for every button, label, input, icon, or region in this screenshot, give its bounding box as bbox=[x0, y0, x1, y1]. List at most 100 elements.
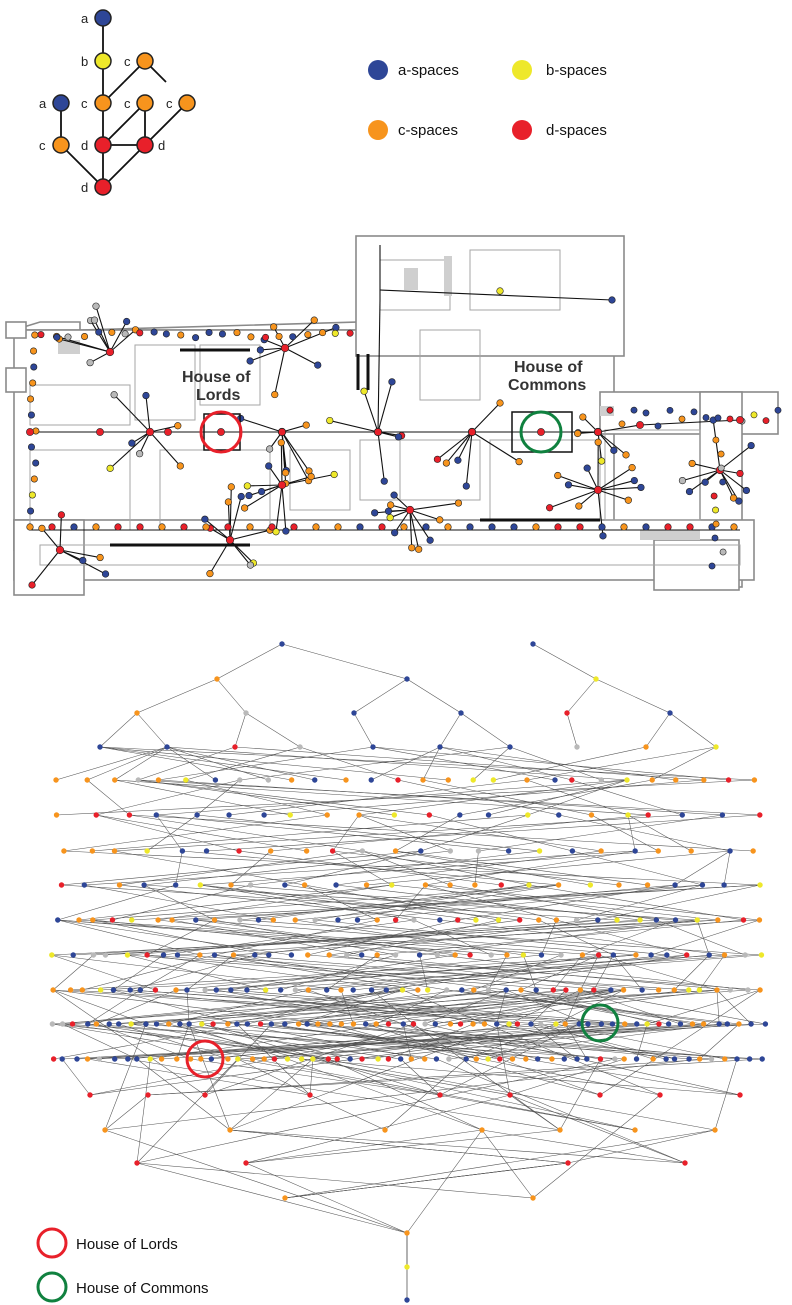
graph-edge bbox=[118, 989, 717, 1025]
graph-node bbox=[125, 1056, 131, 1062]
graph-node bbox=[622, 1021, 628, 1027]
graph-node bbox=[325, 1056, 332, 1062]
graph-node bbox=[199, 1021, 205, 1027]
plan-node bbox=[201, 515, 209, 523]
graph-edge bbox=[246, 954, 746, 991]
graph-edge bbox=[176, 1023, 190, 1060]
small-graph-labels: a b c c c c a c d d d bbox=[39, 11, 173, 195]
graph-edge bbox=[260, 1023, 552, 1060]
graph-node bbox=[213, 987, 220, 993]
graph-edge bbox=[57, 919, 562, 956]
graph-edge bbox=[714, 1058, 738, 1131]
graph-node bbox=[244, 987, 250, 993]
plan-edge bbox=[377, 299, 381, 433]
graph-edge bbox=[114, 746, 168, 781]
graph-node bbox=[155, 917, 161, 923]
graph-edge bbox=[647, 989, 761, 1025]
graph-node bbox=[565, 1160, 571, 1166]
graph-node bbox=[237, 777, 243, 783]
graph-node bbox=[244, 1021, 251, 1027]
plan-node bbox=[27, 443, 35, 451]
graph-node bbox=[334, 1056, 340, 1062]
graph-node bbox=[434, 952, 441, 958]
graph-node bbox=[50, 987, 56, 993]
plan-edge bbox=[284, 327, 337, 349]
graph-edge bbox=[127, 954, 566, 991]
plan-shading bbox=[58, 256, 700, 540]
plan-node bbox=[712, 436, 720, 444]
graph-node bbox=[537, 1021, 544, 1027]
graph-node bbox=[338, 987, 344, 993]
space-type-legend: a-spaces b-spaces c-spaces d-spaces bbox=[368, 60, 607, 140]
plan-node bbox=[275, 332, 283, 340]
graph-edge bbox=[87, 746, 168, 781]
floor-plan: House of Lords House of Commons bbox=[5, 235, 782, 596]
graph-node bbox=[374, 917, 380, 923]
graph-node bbox=[577, 987, 584, 993]
graph-edge bbox=[567, 1129, 716, 1164]
graph-node bbox=[235, 1056, 241, 1062]
graph-edge bbox=[245, 1162, 408, 1234]
graph-edge bbox=[62, 1023, 137, 1060]
plan-edge bbox=[113, 394, 151, 433]
graph-edge bbox=[57, 919, 292, 956]
plan-edge bbox=[281, 431, 310, 481]
graph-node bbox=[498, 882, 504, 888]
graph-edge bbox=[147, 954, 403, 991]
graph-node bbox=[671, 987, 677, 993]
graph-edge bbox=[51, 919, 718, 956]
graph-node bbox=[187, 1056, 194, 1062]
graph-edge bbox=[138, 779, 430, 816]
graph-node bbox=[137, 987, 144, 993]
plan-edge bbox=[465, 431, 473, 487]
graph-node bbox=[564, 710, 570, 716]
graph-edge bbox=[429, 814, 573, 852]
graph-node bbox=[203, 848, 210, 854]
graph-edge bbox=[580, 954, 599, 991]
graph-edge bbox=[459, 779, 653, 816]
graph-edge bbox=[419, 954, 428, 991]
graph-edge bbox=[52, 989, 206, 1096]
graph-edge bbox=[136, 1058, 231, 1131]
plan-edge bbox=[719, 445, 752, 471]
plan-node bbox=[282, 527, 290, 535]
plan-node bbox=[594, 438, 602, 446]
graph-edge bbox=[281, 643, 408, 680]
graph-node bbox=[528, 1021, 534, 1027]
graph-node bbox=[758, 952, 765, 958]
graph-node bbox=[363, 882, 370, 888]
graph-node bbox=[447, 882, 453, 888]
graph-node bbox=[715, 917, 721, 923]
plan-node bbox=[310, 316, 318, 324]
graph-edge bbox=[216, 954, 636, 991]
plan-node bbox=[436, 516, 444, 524]
graph-node bbox=[135, 777, 142, 783]
graph-edge bbox=[457, 884, 676, 921]
graph-node bbox=[643, 744, 649, 750]
graph-edge bbox=[247, 989, 387, 1025]
graph-edge bbox=[214, 954, 507, 991]
plan-node bbox=[622, 451, 630, 459]
graph-node bbox=[186, 1021, 192, 1027]
graph-edge bbox=[597, 884, 761, 921]
plan-node bbox=[371, 509, 379, 517]
graph-node bbox=[722, 1056, 728, 1062]
graph-edge bbox=[299, 746, 399, 781]
plan-node bbox=[281, 469, 290, 477]
graph-node bbox=[649, 777, 655, 783]
graph-edge bbox=[92, 919, 438, 956]
plan-node bbox=[515, 458, 523, 466]
plan-node bbox=[246, 357, 254, 365]
graph-node bbox=[400, 1021, 407, 1027]
graph-node bbox=[620, 987, 627, 993]
graph-edge bbox=[130, 954, 255, 991]
graph-node bbox=[382, 1127, 388, 1133]
plan-node bbox=[599, 532, 607, 540]
graph-node bbox=[445, 777, 451, 783]
graph-node bbox=[485, 1056, 491, 1062]
graph-node bbox=[301, 882, 308, 888]
graph-node bbox=[227, 1127, 233, 1133]
plan-node bbox=[712, 520, 720, 528]
graph-edge bbox=[87, 1023, 565, 1060]
graph-edge bbox=[395, 850, 648, 886]
